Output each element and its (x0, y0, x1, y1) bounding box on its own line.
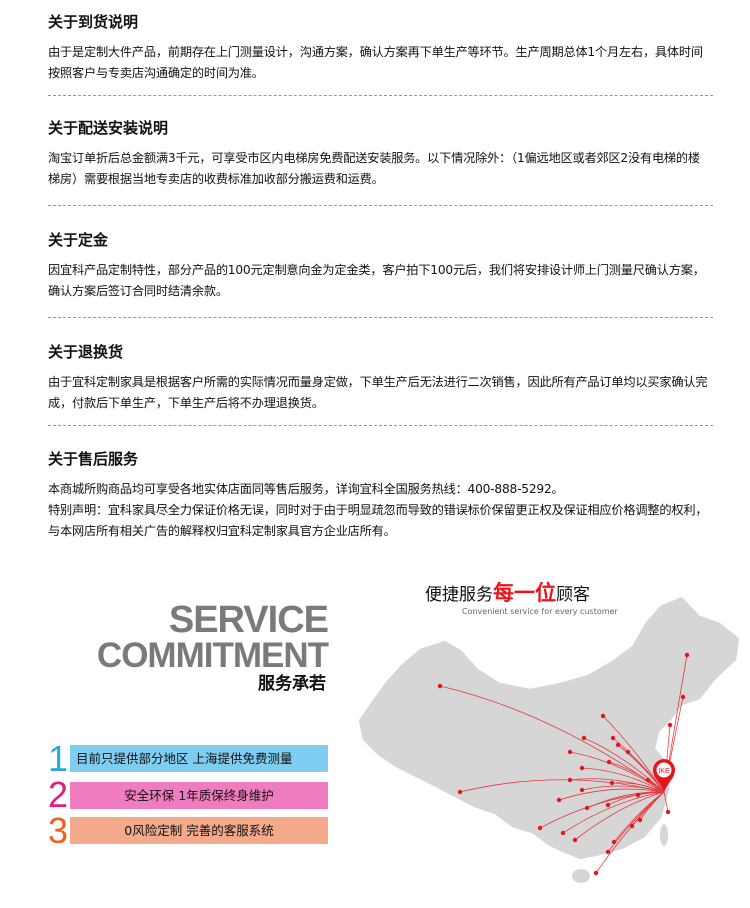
city-dot (635, 792, 641, 798)
map-subtitle: Convenient service for every customer (462, 607, 618, 616)
section-title: 关于到货说明 (48, 13, 139, 31)
section-body-note: 特别声明：宜科家具尽全力保证价格无误，同时对于由于明显疏忽而导致的错误标价保留更… (48, 503, 708, 538)
route-line (569, 778, 665, 793)
city-dot (680, 694, 686, 700)
city-dot (684, 652, 690, 658)
city-dot (600, 713, 606, 719)
route-line (602, 715, 665, 793)
divider (48, 205, 713, 206)
commitment-item-2: 安全环保 1年质保终身维护 (70, 782, 328, 809)
city-dot (581, 735, 587, 741)
city-dot (437, 683, 443, 689)
city-dot (611, 839, 617, 845)
city-dot (615, 742, 621, 748)
route-line (608, 761, 665, 793)
location-pin: IKE (653, 759, 675, 792)
city-dot (637, 817, 643, 823)
city-dot (567, 777, 573, 783)
hainan (572, 869, 590, 883)
route-line (627, 751, 665, 793)
city-dot (610, 735, 616, 741)
route-line (613, 791, 665, 843)
city-dot (567, 749, 573, 755)
service-heading: SERVICE (168, 599, 329, 641)
commitment-heading: COMMITMENT (96, 636, 329, 675)
route-line (581, 767, 665, 793)
city-dot (605, 802, 611, 808)
commitment-item-1: 目前只提供部分地区 上海提供免费测量 (70, 745, 328, 772)
map-title-highlight: 每一位 (493, 581, 556, 605)
city-dot (572, 837, 578, 843)
section-returns: 关于退换货 由于宜科定制家具是根据客户所需的实际情况而量身定做，下单生产后无法进… (48, 342, 708, 414)
divider (48, 95, 713, 96)
city-dot (457, 789, 463, 795)
city-dot (665, 809, 671, 815)
section-title: 关于配送安装说明 (48, 119, 169, 137)
pin-label: IKE (658, 768, 670, 775)
map-title-c: 顾客 (556, 585, 590, 605)
city-dot (579, 787, 585, 793)
section-deposit: 关于定金 因宜科产品定制特性，部分产品的100元定制意向金为定金类，客户拍下10… (48, 230, 708, 302)
commitment-item-3: 0风险定制 完善的客服系统 (70, 817, 328, 844)
city-dot (537, 825, 543, 831)
section-body: 本商城所购商品均可享受各地实体店面同等售后服务，详询宜科全国服务热线：400-8… (48, 482, 564, 496)
taiwan (660, 824, 668, 846)
city-dot (625, 749, 631, 755)
section-delivery: 关于配送安装说明 淘宝订单折后总金额满3千元，可享受市区内电梯房免费配送安装服务… (48, 118, 708, 190)
city-dot (606, 759, 612, 765)
city-dot (560, 830, 566, 836)
city-dot (605, 849, 611, 855)
section-arrival: 关于到货说明 由于是定制大件产品，前期存在上门测量设计，沟通方案，确认方案再下单… (48, 12, 708, 84)
route-line (595, 791, 665, 874)
section-title: 关于定金 (48, 231, 109, 249)
route-line (562, 791, 665, 834)
section-title: 关于退换货 (48, 343, 124, 361)
commitment-num-3: 3 (48, 810, 69, 851)
city-dot (593, 870, 599, 876)
route-line (439, 685, 665, 793)
commitment-num-2: 2 (48, 774, 69, 815)
city-dot (667, 722, 673, 728)
section-aftersales: 关于售后服务 本商城所购商品均可享受各地实体店面同等售后服务，详询宜科全国服务热… (48, 449, 708, 542)
section-body: 由于是定制大件产品，前期存在上门测量设计，沟通方案，确认方案再下单生产等环节。生… (48, 45, 703, 80)
section-title: 关于售后服务 (48, 450, 139, 468)
route-line (539, 791, 665, 829)
commitment-num-1: 1 (48, 738, 69, 779)
route-line (569, 751, 665, 793)
commitment-zh: 服务承若 (258, 674, 326, 694)
divider (48, 317, 713, 318)
route-line (574, 791, 665, 841)
city-dot (584, 805, 590, 811)
china-outline (357, 595, 741, 861)
route-line (558, 788, 665, 801)
city-dot (629, 823, 635, 829)
map-title: 便捷服务每一位顾客 (425, 581, 590, 607)
city-dot (645, 777, 651, 783)
section-body: 淘宝订单折后总金额满3千元，可享受市区内电梯房免费配送安装服务。以下情况除外：（… (48, 151, 700, 186)
city-dot (609, 780, 615, 786)
section-body: 由于宜科定制家具是根据客户所需的实际情况而量身定做，下单生产后无法进行二次销售，… (48, 375, 708, 410)
section-body: 因宜科产品定制特性，部分产品的100元定制意向金为定金类，客户拍下100元后，我… (48, 263, 705, 298)
city-dot (556, 797, 562, 803)
city-dot (579, 765, 585, 771)
route-line (459, 779, 665, 793)
divider (48, 425, 713, 426)
map-title-a: 便捷服务 (425, 585, 493, 605)
